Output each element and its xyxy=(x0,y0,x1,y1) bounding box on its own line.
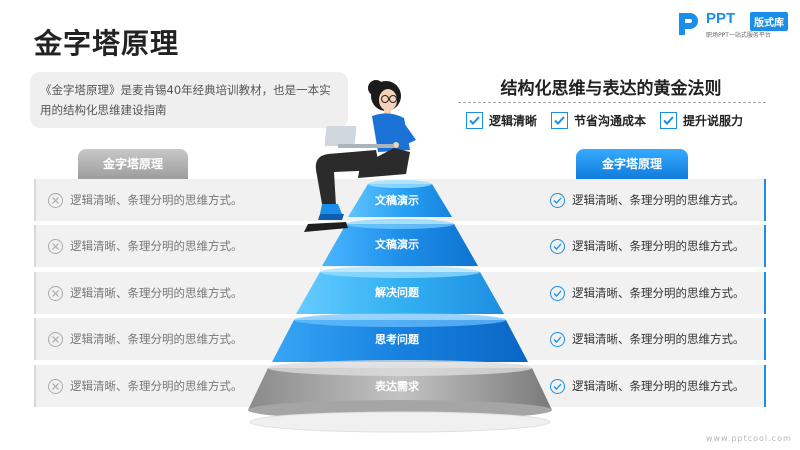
rules-title: 结构化思维与表达的黄金法则 xyxy=(500,79,722,99)
row-right-text: 逻辑清晰、条理分明的思维方式。 xyxy=(572,332,745,346)
pyramid-tier-4-label: 思考问题 xyxy=(375,333,419,346)
rule-item: 节省沟通成本 xyxy=(551,112,646,129)
row-edge-right xyxy=(764,225,766,267)
check-circle-icon xyxy=(550,378,565,394)
row-right-item: 逻辑清晰、条理分明的思维方式。 xyxy=(550,285,745,301)
rule-label: 逻辑清晰 xyxy=(489,114,538,128)
check-circle-icon xyxy=(550,285,565,301)
row-left-text: 逻辑清晰、条理分明的思维方式。 xyxy=(70,239,243,253)
row-right-item: 逻辑清晰、条理分明的思维方式。 xyxy=(550,378,745,394)
row-edge-left xyxy=(34,318,36,360)
row-right-text: 逻辑清晰、条理分明的思维方式。 xyxy=(572,379,745,393)
check-circle-icon xyxy=(550,238,565,254)
row-right-item: 逻辑清晰、条理分明的思维方式。 xyxy=(550,331,745,347)
row-left-item: 逻辑清晰、条理分明的思维方式。 xyxy=(48,331,243,347)
row-right-text: 逻辑清晰、条理分明的思维方式。 xyxy=(572,239,745,253)
row-left-item: 逻辑清晰、条理分明的思维方式。 xyxy=(48,285,243,301)
brand-logo[interactable]: PPT 版式库 职场PPT一站式服务平台 xyxy=(676,8,796,42)
checkbox-icon xyxy=(551,112,569,129)
rule-item: 逻辑清晰 xyxy=(466,112,537,129)
row-left-item: 逻辑清晰、条理分明的思维方式。 xyxy=(48,378,243,394)
row-left-text: 逻辑清晰、条理分明的思维方式。 xyxy=(70,379,243,393)
row-edge-right xyxy=(764,318,766,360)
logo-badge: 版式库 xyxy=(750,12,788,31)
rule-label: 节省沟通成本 xyxy=(574,114,647,128)
rule-label: 提升说服力 xyxy=(683,114,744,128)
rule-item: 提升说服力 xyxy=(660,112,743,129)
row-edge-left xyxy=(34,272,36,314)
row-edge-right xyxy=(764,272,766,314)
person-laptop-illustration xyxy=(304,80,416,232)
checkbox-icon xyxy=(466,112,483,129)
cross-circle-icon xyxy=(48,331,63,347)
cross-circle-icon xyxy=(48,285,63,301)
pyramid-tier-1-label: 文稿演示 xyxy=(375,194,419,207)
row-edge-left xyxy=(34,179,36,221)
row-left-text: 逻辑清晰、条理分明的思维方式。 xyxy=(70,286,243,300)
left-column-tag: 金字塔原理 xyxy=(78,149,188,179)
cross-circle-icon xyxy=(48,378,63,394)
row-right-text: 逻辑清晰、条理分明的思维方式。 xyxy=(572,286,745,300)
checkbox-icon xyxy=(660,112,678,129)
row-right-text: 逻辑清晰、条理分明的思维方式。 xyxy=(572,193,745,207)
rules-divider xyxy=(458,102,766,103)
watermark: www.pptcool.com xyxy=(706,434,792,443)
cross-circle-icon xyxy=(48,192,63,208)
pyramid-tier-5-label: 表达需求 xyxy=(375,380,419,393)
right-column-tag: 金字塔原理 xyxy=(576,149,688,179)
row-left-text: 逻辑清晰、条理分明的思维方式。 xyxy=(70,193,243,207)
intro-bubble: 《金字塔原理》是麦肯锡40年经典培训教材，也是一本实用的结构化思维建设指南 xyxy=(30,72,348,128)
row-edge-left xyxy=(34,225,36,267)
rules-list: 逻辑清晰 节省沟通成本 提升说服力 xyxy=(466,112,743,129)
page-title: 金字塔原理 xyxy=(34,27,180,60)
row-edge-right xyxy=(764,179,766,221)
logo-p-icon xyxy=(679,13,698,35)
pyramid-tier-3-label: 解决问题 xyxy=(375,286,419,299)
check-circle-icon xyxy=(550,192,565,208)
row-edge-left xyxy=(34,365,36,407)
row-left-text: 逻辑清晰、条理分明的思维方式。 xyxy=(70,332,243,346)
logo-name: PPT xyxy=(706,10,736,27)
check-circle-icon xyxy=(550,331,565,347)
logo-tagline: 职场PPT一站式服务平台 xyxy=(706,32,771,39)
row-left-item: 逻辑清晰、条理分明的思维方式。 xyxy=(48,192,243,208)
row-right-item: 逻辑清晰、条理分明的思维方式。 xyxy=(550,238,745,254)
cross-circle-icon xyxy=(48,238,63,254)
row-left-item: 逻辑清晰、条理分明的思维方式。 xyxy=(48,238,243,254)
pyramid-tier-2-label: 文稿演示 xyxy=(375,238,419,251)
row-right-item: 逻辑清晰、条理分明的思维方式。 xyxy=(550,192,745,208)
row-edge-right xyxy=(764,365,766,407)
